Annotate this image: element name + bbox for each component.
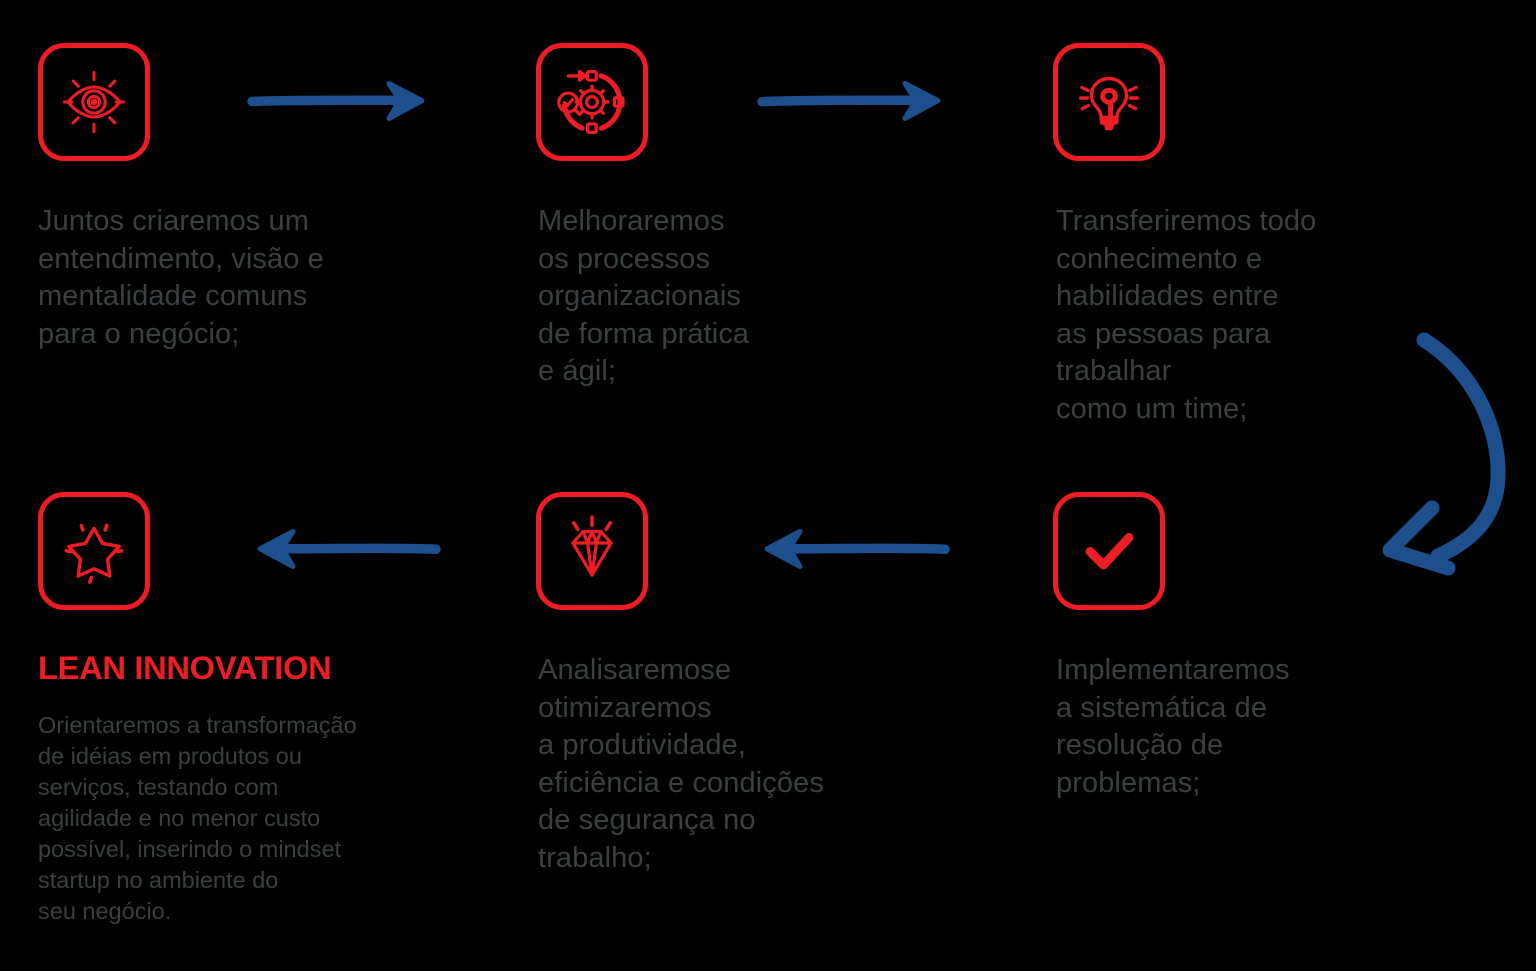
- step-5-text: Analisaremose otimizaremos a produtivida…: [538, 654, 824, 874]
- icon-tile-step-5: [536, 492, 648, 610]
- step-5: Analisaremose otimizaremos a produtivida…: [538, 652, 978, 877]
- step-1-text: Juntos criaremos um entendimento, visão …: [38, 205, 324, 350]
- step-3: Transferiremos todo conhecimento e habil…: [1056, 203, 1456, 428]
- arrow-left-step5-to-step6: [248, 528, 441, 570]
- step-1: Juntos criaremos um entendimento, visão …: [38, 203, 478, 353]
- diamond-icon: [554, 513, 630, 589]
- icon-tile-step-2: [536, 43, 648, 161]
- icon-tile-step-3: [1053, 43, 1165, 161]
- step-4: Implementaremos a sistemática de resoluç…: [1056, 652, 1476, 802]
- eye-icon: [56, 64, 132, 140]
- icon-tile-step-6: [38, 492, 150, 610]
- step-3-text: Transferiremos todo conhecimento e habil…: [1056, 205, 1317, 425]
- lightbulb-icon: [1072, 65, 1146, 139]
- step-2-text: Melhoraremos os processos organizacionai…: [538, 205, 750, 387]
- process-gear-icon: [553, 63, 631, 141]
- step-6: LEAN INNOVATION Orientaremos a transform…: [38, 652, 478, 927]
- arrow-curved-step3-to-step4: [1368, 318, 1536, 608]
- checkmark-icon: [1071, 513, 1147, 589]
- arrow-left-step4-to-step5: [755, 528, 950, 570]
- arrow-right-step2-to-step3: [757, 80, 945, 122]
- lean-innovation-heading: LEAN INNOVATION: [38, 650, 332, 686]
- icon-tile-step-1: [38, 43, 150, 161]
- arrow-right-step1-to-step2: [247, 80, 430, 122]
- step-4-text: Implementaremos a sistemática de resoluç…: [1056, 654, 1290, 799]
- icon-tile-step-4: [1053, 492, 1165, 610]
- star-icon: [56, 513, 132, 589]
- step-6-text: Orientaremos a transformação de idéias e…: [38, 712, 357, 924]
- step-2: Melhoraremos os processos organizacionai…: [538, 203, 978, 391]
